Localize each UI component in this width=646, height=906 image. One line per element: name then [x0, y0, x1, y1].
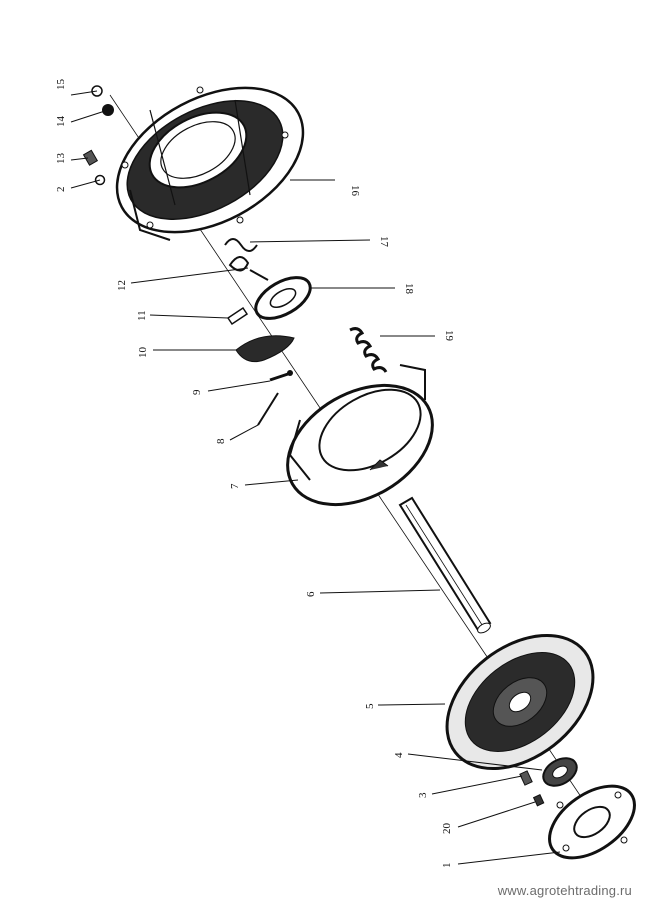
part-shaft-6	[398, 496, 492, 634]
callout-10: 10	[137, 347, 149, 359]
part-strap-11	[226, 306, 249, 326]
part-clutch-cover	[115, 86, 305, 241]
callout-7: 7	[229, 483, 241, 489]
part-release-spring-17	[224, 238, 258, 252]
callout-15: 15	[55, 79, 67, 91]
callout-5: 5	[364, 703, 376, 709]
callout-1: 1	[441, 863, 453, 869]
callout-20: 20	[441, 823, 453, 835]
callout-3: 3	[417, 792, 429, 798]
part-pressure-plate-7	[286, 364, 434, 507]
callout-16: 16	[349, 185, 361, 197]
callout-12: 12	[116, 280, 128, 291]
part-bearing-4	[542, 757, 578, 787]
callout-13: 13	[55, 153, 67, 165]
part-pin-9	[269, 370, 293, 382]
part-pressure-spring-19	[349, 327, 388, 373]
part-bolt-20	[532, 794, 545, 807]
callout-18: 18	[403, 283, 415, 295]
callout-17: 17	[378, 236, 390, 248]
part-lever-10	[235, 335, 295, 363]
callout-labels: 15 14 13 2 16 17 12 18 11 19 10 9 8 7 6 …	[55, 79, 455, 869]
part-bolt-13	[82, 149, 99, 166]
callout-2: 2	[55, 187, 67, 193]
watermark: www.agrotehtrading.ru	[497, 883, 632, 898]
callout-6: 6	[305, 591, 317, 597]
callout-11: 11	[136, 310, 148, 321]
leader-lines	[70, 90, 561, 865]
callout-8: 8	[215, 438, 227, 444]
callout-14: 14	[55, 116, 67, 128]
callout-19: 19	[443, 330, 455, 342]
part-flange-1	[548, 784, 636, 860]
part-release-ring-18	[254, 276, 312, 320]
part-bolt-3	[519, 770, 533, 786]
part-pin-8	[257, 392, 279, 426]
part-clutch-disc-5	[445, 633, 595, 771]
part-lever-12	[228, 256, 269, 281]
callout-9: 9	[191, 389, 203, 395]
callout-4: 4	[393, 752, 405, 758]
